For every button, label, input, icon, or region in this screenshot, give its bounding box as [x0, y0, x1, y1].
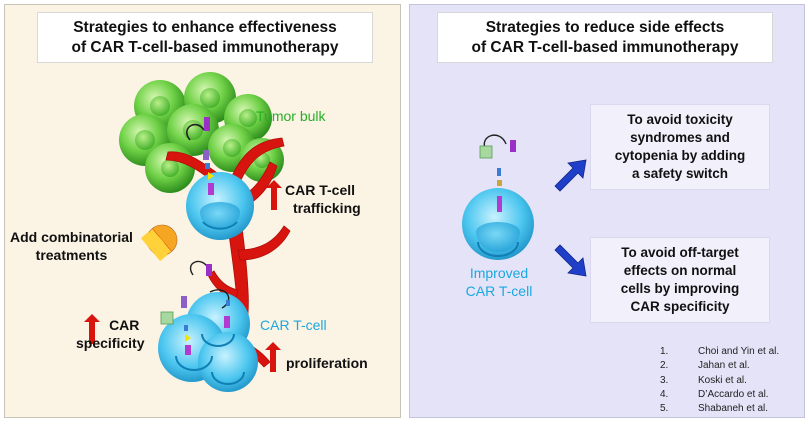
- right-title-line2: of CAR T-cell-based immunotherapy: [471, 39, 739, 56]
- combinatorial-label: Add combinatorial treatments: [10, 228, 133, 264]
- car-t-cell-top-icon: [186, 172, 254, 240]
- box1-line3: cytopenia by adding: [614, 148, 746, 163]
- pointer-arrow-icon: [554, 159, 587, 277]
- reference-item: 1.Choi and Yin et al.: [660, 346, 780, 357]
- right-title-line1: Strategies to reduce side effects: [485, 19, 725, 36]
- reference-item: 4.D’Accardo et al.: [660, 388, 769, 400]
- trafficking-line1: CAR T-cell: [285, 182, 356, 198]
- proliferation-label: proliferation: [286, 355, 368, 371]
- car-receptor-icon: [160, 260, 230, 355]
- increase-arrow-icon: [84, 180, 282, 372]
- toxicity-strategy-box: To avoid toxicity syndromes and cytopeni…: [590, 104, 770, 190]
- combo-line2: treatments: [35, 247, 108, 263]
- reference-item: 2.Jahan et al.: [660, 360, 750, 372]
- pill-icon: [140, 224, 178, 262]
- car-receptor-icon: [479, 134, 516, 212]
- reference-list: 1.Choi and Yin et al. 2.Jahan et al. 3.K…: [660, 345, 779, 416]
- reference-item: 3.Koski et al.: [660, 374, 747, 386]
- tumor-bulk-icon: [119, 72, 284, 193]
- specificity-line2: specificity: [76, 335, 145, 351]
- box1-line2: syndromes and: [630, 130, 730, 145]
- left-title-line1: Strategies to enhance effectiveness: [73, 19, 337, 36]
- tumor-bulk-label: Tumor bulk: [256, 108, 326, 124]
- off-target-strategy-box: To avoid off-target effects on normal ce…: [590, 237, 770, 323]
- reference-item: 5.Shabaneh et al.: [660, 403, 769, 415]
- car-t-cell-cluster-icon: [158, 292, 258, 392]
- car-t-cell-label: CAR T-cell: [260, 317, 327, 333]
- improved-car-t-cell-icon: [462, 188, 534, 260]
- improved-line2: CAR T-cell: [465, 283, 533, 299]
- box1-line1: To avoid toxicity: [627, 112, 733, 127]
- specificity-line1: CAR: [109, 317, 140, 333]
- combo-line1: Add combinatorial: [10, 229, 133, 245]
- left-panel-title: Strategies to enhance effectiveness of C…: [37, 12, 373, 63]
- right-panel-title: Strategies to reduce side effects of CAR…: [437, 12, 773, 63]
- trafficking-line2: trafficking: [293, 200, 361, 216]
- box2-line4: CAR specificity: [630, 299, 730, 314]
- car-receptor-icon: [186, 117, 214, 195]
- improved-car-t-cell-label: Improved CAR T-cell: [460, 264, 538, 300]
- box2-line1: To avoid off-target: [621, 245, 739, 260]
- box2-line3: cells by improving: [620, 281, 740, 296]
- specificity-label: CAR specificity: [76, 316, 144, 352]
- box2-line2: effects on normal: [623, 263, 737, 278]
- improved-line1: Improved: [469, 265, 529, 281]
- trafficking-label: CAR T-cell trafficking: [285, 181, 361, 217]
- left-title-line2: of CAR T-cell-based immunotherapy: [71, 39, 339, 56]
- box1-line4: a safety switch: [631, 166, 729, 181]
